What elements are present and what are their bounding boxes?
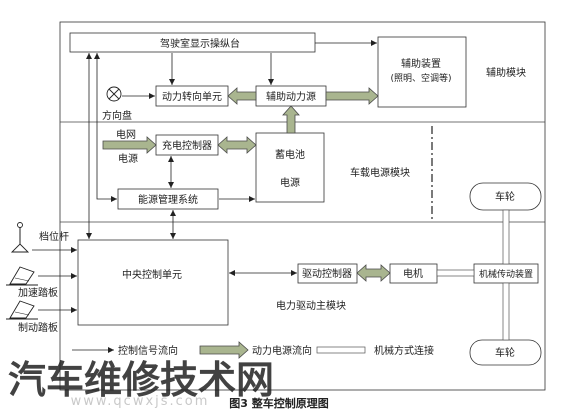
grid-power-label-line1: 电网 (116, 128, 136, 141)
wheel-bottom-mechanical-link (502, 282, 510, 341)
legend-power-flow-label: 动力电源流向 (252, 344, 312, 357)
auxiliary-devices-label: 辅助装置 (401, 57, 441, 70)
auxiliary-devices-box (377, 36, 467, 108)
diagram-frame (59, 21, 546, 391)
aux-power-to-steering-arrow (227, 87, 257, 105)
mechanical-transmission-label: 机械传动装置 (479, 268, 533, 280)
wheel-bottom-label: 车轮 (495, 346, 515, 359)
battery-label-line2: 电源 (280, 176, 300, 189)
figure-caption: 图3 整车控制原理图 (229, 396, 328, 410)
gear-lever-label: 档位杆 (39, 230, 69, 243)
drive-controller-label: 驱动控制器 (302, 267, 352, 280)
central-control-unit-label: 中央控制单元 (122, 268, 182, 281)
charge-controller-label: 充电控制器 (162, 139, 212, 152)
onboard-power-module-label: 车载电源模块 (350, 166, 410, 179)
auxiliary-power-source-label: 辅助动力源 (266, 90, 316, 103)
auxiliary-devices-examples-label: (照明、空调等) (390, 72, 451, 84)
accelerator-pedal-label: 加速踏板 (18, 286, 58, 299)
drive-controller-motor-arrow (356, 264, 391, 282)
cab-console-label: 驾驶室显示操纵台 (160, 37, 240, 50)
steering-wheel-label: 方向盘 (102, 109, 132, 122)
steering-wheel-icon (106, 86, 122, 102)
motor-label: 电机 (403, 267, 423, 280)
watermark-logo-text: 汽车维修技术网 (8, 358, 274, 402)
grid-power-label-line2: 电源 (118, 152, 138, 165)
legend-mechanical-link-label: 机械方式连接 (374, 344, 434, 357)
legend-control-signal-label: 控制信号流向 (118, 344, 178, 357)
energy-management-label: 能源管理系统 (138, 193, 198, 206)
energy-management-box (117, 188, 219, 210)
legend: 控制信号流向 动力电源流向 机械方式连接 (72, 341, 434, 359)
grid-to-charger-arrow (102, 136, 157, 154)
legend-mechanical-link-symbol (316, 346, 366, 354)
auxiliary-module-label: 辅助模块 (486, 66, 526, 79)
motor-transmission-mechanical-link (436, 269, 475, 277)
cab-console-box (69, 32, 316, 53)
accelerator-pedal-icon (6, 266, 38, 286)
battery-to-aux-power-arrow (282, 105, 300, 134)
wheel-top-label: 车轮 (495, 190, 515, 203)
gear-lever-icon (10, 222, 30, 253)
battery-power-box (255, 132, 325, 203)
aux-power-to-devices-arrow (325, 87, 379, 105)
watermark-url: www.qcwxjs.com (71, 394, 210, 409)
brake-pedal-label: 制动踏板 (18, 321, 58, 334)
power-steering-unit-label: 动力转向单元 (162, 90, 222, 103)
battery-label-line1: 蓄电池 (275, 148, 305, 161)
electric-drive-module-label: 电力驱动主模块 (276, 299, 346, 312)
charger-battery-arrow (217, 136, 257, 154)
console-energy-management-signal-line (94, 53, 117, 202)
brake-pedal-icon (6, 300, 38, 320)
central-control-unit-box (77, 239, 229, 326)
legend-power-flow-arrow (199, 341, 249, 359)
wheel-top-mechanical-link (502, 209, 510, 265)
